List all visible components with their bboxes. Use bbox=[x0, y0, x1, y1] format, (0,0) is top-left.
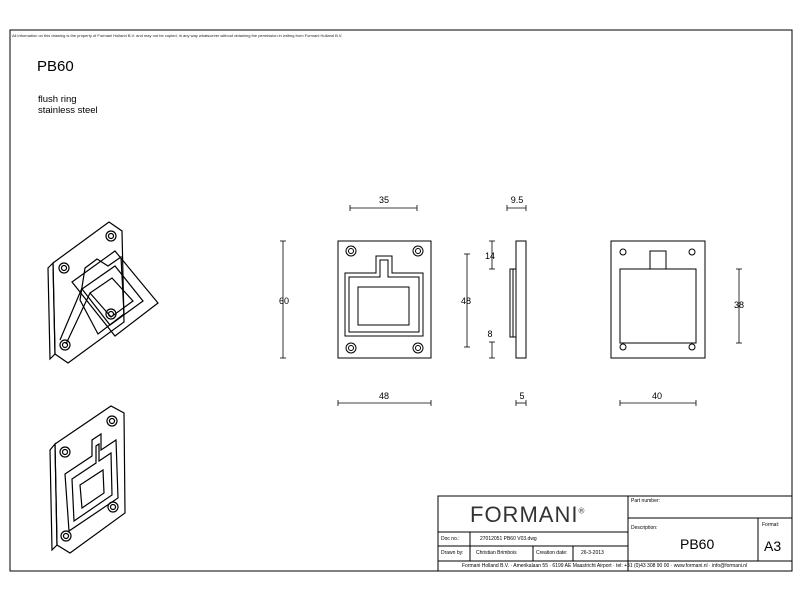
creation-date-value: 26-3-2013 bbox=[581, 550, 604, 556]
doc-no-value: 27012051 PB60 V03.dwg bbox=[480, 536, 537, 542]
description-label: Description: bbox=[631, 525, 658, 531]
drawn-by-label: Drawn by: bbox=[441, 550, 464, 556]
dim-front-width-bottom: 48 bbox=[378, 391, 389, 401]
formani-logo: FORMANI® bbox=[470, 502, 585, 528]
isometric-view-raised bbox=[47, 221, 159, 364]
part-number-label: Part number: bbox=[631, 498, 660, 504]
isometric-view-flush bbox=[49, 405, 126, 554]
dim-back-width: 40 bbox=[651, 391, 662, 401]
front-ring-opening bbox=[357, 286, 410, 326]
doc-no-label: Doc no.: bbox=[441, 536, 460, 542]
dim-side-top: 9.5 bbox=[510, 195, 524, 205]
company-footer: Formani Holland B.V. · Amerikalaan 55 · … bbox=[462, 563, 748, 569]
description-value: PB60 bbox=[680, 536, 715, 552]
creation-date-label: Creation date: bbox=[536, 550, 568, 556]
description-line-1: flush ring bbox=[38, 94, 77, 105]
copyright-notice: All information on this drawing is the p… bbox=[12, 33, 343, 38]
format-value: A3 bbox=[764, 538, 782, 554]
product-code: PB60 bbox=[37, 58, 74, 75]
logo-text: FORMANI bbox=[470, 502, 579, 527]
dimension-lines bbox=[280, 205, 742, 406]
back-housing bbox=[619, 268, 697, 344]
product-description: flush ring stainless steel bbox=[38, 94, 98, 116]
front-view bbox=[337, 240, 432, 359]
format-label: Format: bbox=[762, 522, 780, 528]
drawn-by-value: Christian Brimbois bbox=[476, 550, 517, 556]
sheet-border bbox=[9, 29, 793, 572]
front-plate bbox=[337, 240, 432, 359]
back-plate bbox=[610, 240, 706, 359]
dim-front-inner-height: 48 bbox=[460, 296, 471, 306]
dim-front-height: 60 bbox=[278, 296, 289, 306]
front-recess-outer bbox=[344, 255, 424, 337]
dim-back-height: 38 bbox=[733, 300, 744, 310]
side-view bbox=[509, 240, 527, 359]
dim-side-bottom: 5 bbox=[519, 391, 525, 401]
back-view bbox=[610, 240, 706, 359]
dim-front-width-top: 35 bbox=[378, 195, 389, 205]
dim-side-lower: 8 bbox=[487, 329, 493, 339]
side-plate bbox=[515, 240, 527, 359]
dim-side-upper: 14 bbox=[484, 251, 495, 261]
description-line-2: stainless steel bbox=[38, 105, 98, 116]
registered-mark: ® bbox=[578, 506, 586, 516]
title-block-frame bbox=[437, 495, 793, 572]
